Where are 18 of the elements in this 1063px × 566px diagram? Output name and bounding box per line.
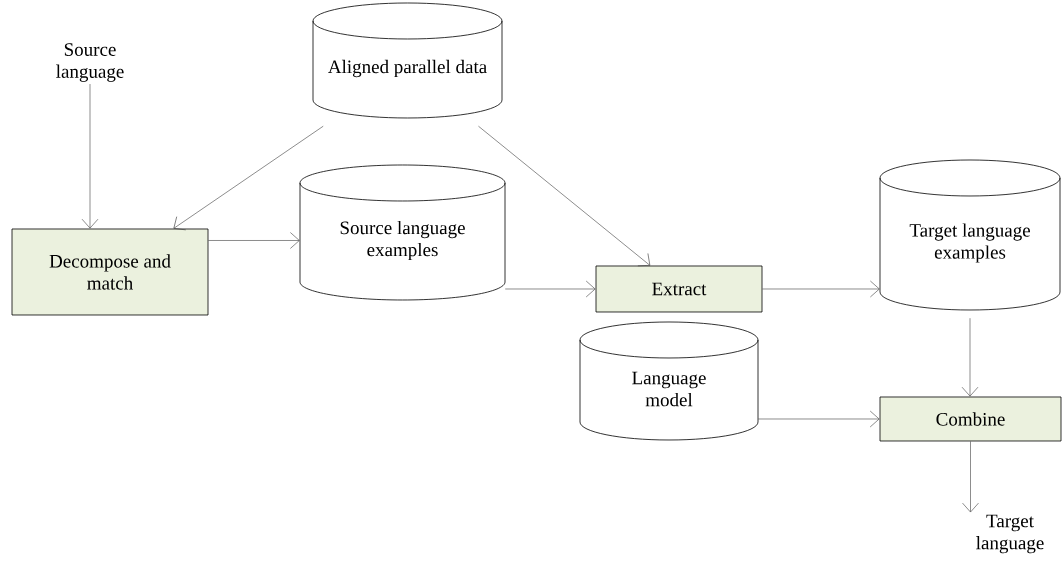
text-label: Source language <box>56 43 124 82</box>
arrow <box>762 280 880 298</box>
arrow <box>757 410 880 428</box>
process-box: Combine <box>879 396 1062 442</box>
database-cylinder: Language model <box>579 321 759 441</box>
process-box: Extract <box>595 265 763 313</box>
arrow <box>173 125 324 231</box>
arrow <box>504 280 596 298</box>
arrow <box>208 232 300 249</box>
process-box: Decompose and match <box>11 228 209 316</box>
arrow <box>961 317 979 397</box>
arrow <box>81 83 99 229</box>
database-cylinder: Aligned parallel data <box>312 2 503 119</box>
text-label: Target language <box>976 514 1044 554</box>
arrow <box>962 441 979 513</box>
database-cylinder: Source language examples <box>299 164 506 301</box>
arrow <box>478 125 651 267</box>
database-cylinder: Target language examples <box>879 159 1061 311</box>
